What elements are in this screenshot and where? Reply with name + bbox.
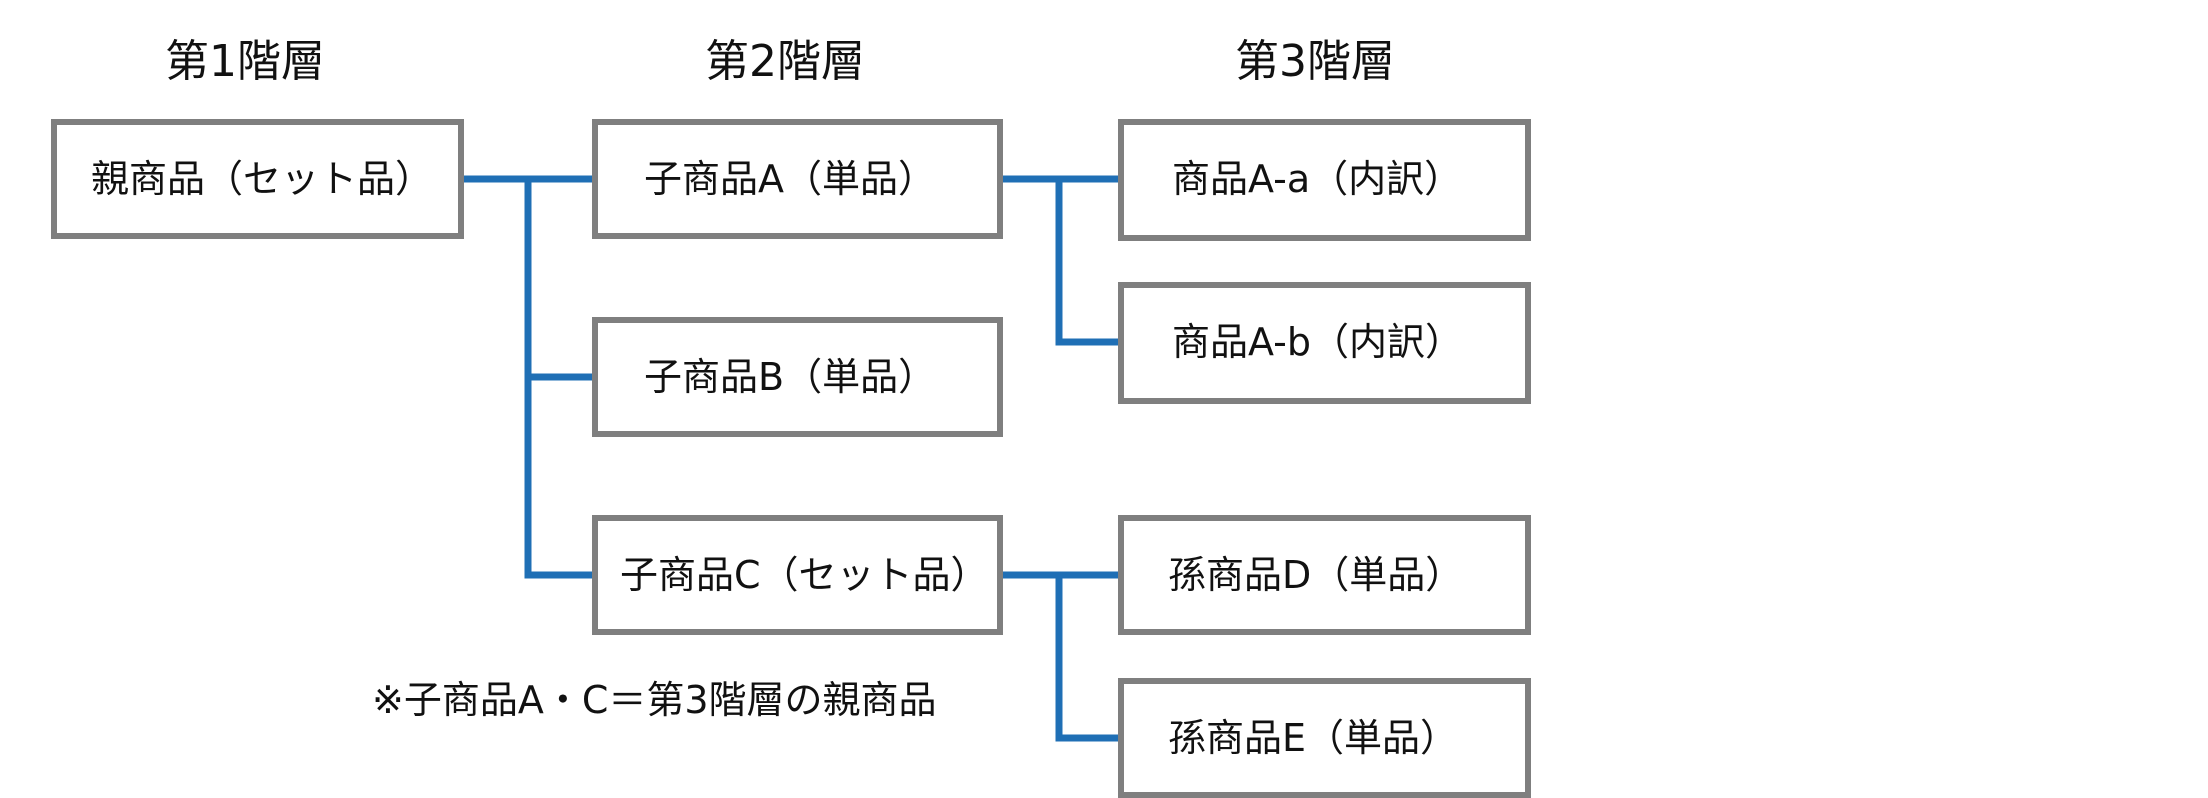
- node-child-c: 子商品C（セット品）: [592, 515, 1003, 635]
- node-item-a-b: 商品A-b（内訳）: [1118, 282, 1531, 404]
- node-child-b: 子商品B（単品）: [592, 317, 1003, 437]
- hierarchy-note: ※子商品A・C＝第3階層の親商品: [372, 678, 937, 722]
- level-1-header: 第1階層: [165, 36, 325, 87]
- node-item-a-a: 商品A-a（内訳）: [1118, 119, 1531, 241]
- node-grandchild-e: 孫商品E（単品）: [1118, 678, 1531, 798]
- node-grandchild-d: 孫商品D（単品）: [1118, 515, 1531, 635]
- node-parent: 親商品（セット品）: [51, 119, 464, 239]
- level-2-header: 第2階層: [705, 36, 865, 87]
- node-child-a: 子商品A（単品）: [592, 119, 1003, 239]
- level-3-header: 第3階層: [1235, 36, 1395, 87]
